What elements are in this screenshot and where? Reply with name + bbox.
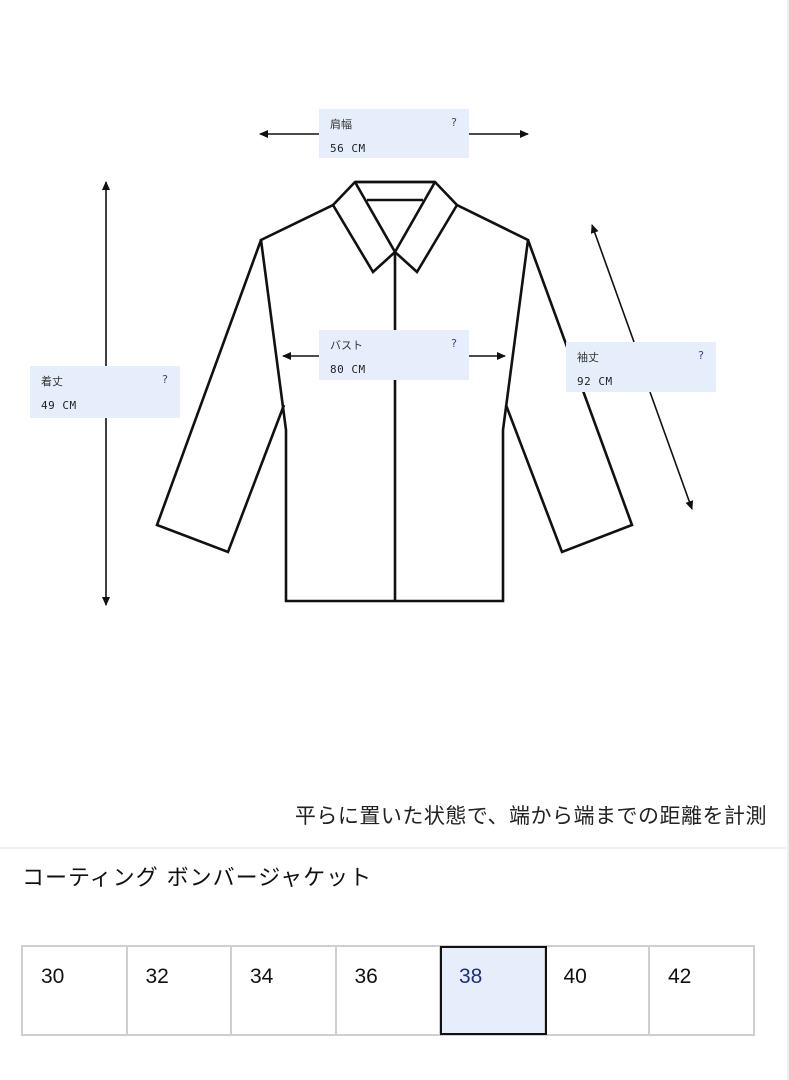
jacket-illustration xyxy=(102,130,694,606)
size-label: 30 xyxy=(41,965,65,988)
measurement-label: バスト xyxy=(330,339,363,352)
measurement-value: 92 CM xyxy=(577,375,613,388)
help-icon[interactable]: ? xyxy=(162,373,168,386)
size-label: 38 xyxy=(459,965,483,988)
measurement-value: 49 CM xyxy=(41,399,77,412)
measurement-value: 80 CM xyxy=(330,363,366,376)
measurement-label: 肩幅 xyxy=(330,118,352,131)
measurement-sleeve: 袖丈 ? 92 CM xyxy=(566,342,716,392)
size-option-30[interactable]: 30 xyxy=(23,947,128,1034)
help-icon[interactable]: ? xyxy=(698,349,704,362)
measurement-value: 56 CM xyxy=(330,142,366,155)
size-option-42[interactable]: 42 xyxy=(650,947,755,1034)
divider xyxy=(0,847,789,849)
product-title: コーティング ボンバージャケット xyxy=(22,866,373,891)
size-label: 36 xyxy=(354,965,378,988)
help-icon[interactable]: ? xyxy=(451,116,457,129)
help-icon[interactable]: ? xyxy=(451,337,457,350)
size-label: 40 xyxy=(563,965,587,988)
size-option-34[interactable]: 34 xyxy=(232,947,337,1034)
size-diagram: 肩幅 ? 56 CM 着丈 ? 49 CM バスト ? 80 CM 袖丈 ? 9… xyxy=(30,109,716,606)
size-option-40[interactable]: 40 xyxy=(545,947,650,1034)
scrollbar-track xyxy=(787,0,789,1080)
measurement-label: 袖丈 xyxy=(577,351,599,364)
measurement-note: 平らに置いた状態で、端から端までの距離を計測 xyxy=(294,804,767,828)
size-option-38[interactable]: 38 xyxy=(440,946,547,1035)
size-label: 34 xyxy=(250,965,274,988)
measurement-length: 着丈 ? 49 CM xyxy=(30,366,180,418)
size-option-32[interactable]: 32 xyxy=(127,947,232,1034)
size-selector: 30 32 34 36 38 40 42 xyxy=(21,945,755,1036)
measurement-bust: バスト ? 80 CM xyxy=(319,330,469,380)
measurement-shoulder: 肩幅 ? 56 CM xyxy=(319,109,469,158)
size-label: 42 xyxy=(668,965,692,988)
size-option-36[interactable]: 36 xyxy=(336,947,441,1034)
size-label: 32 xyxy=(145,965,169,988)
measurement-label: 着丈 xyxy=(41,375,63,388)
